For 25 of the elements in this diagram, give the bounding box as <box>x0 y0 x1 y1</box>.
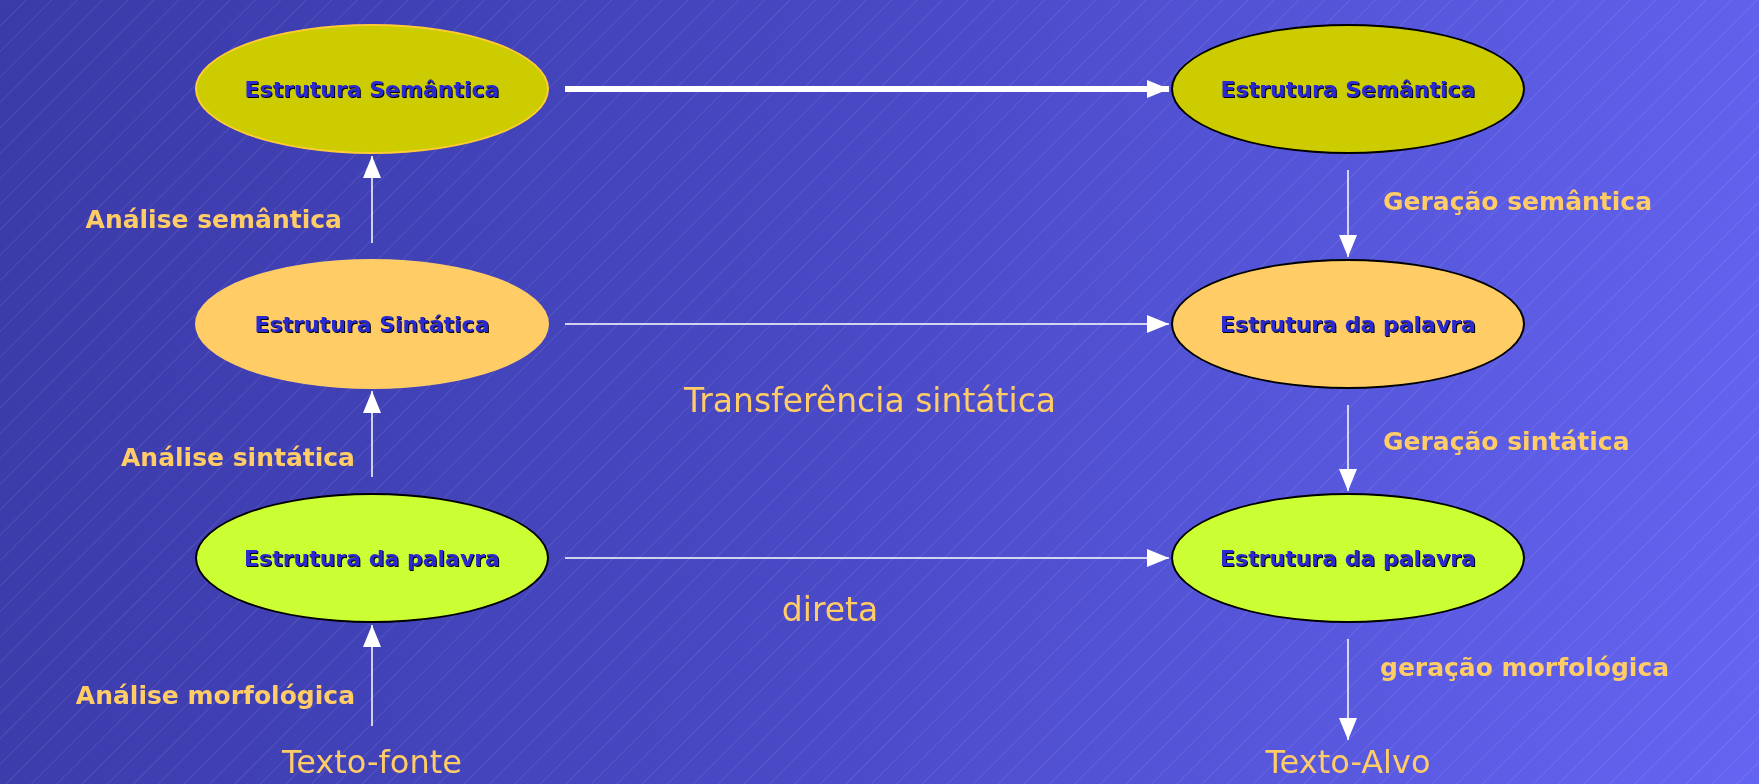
arrow <box>363 155 381 244</box>
text-label: Texto-Alvo <box>1265 743 1431 781</box>
arrow <box>363 624 381 727</box>
arrow <box>1339 404 1357 492</box>
edge-label: Análise semântica <box>85 205 342 234</box>
node-label: Estrutura Sintática <box>254 311 490 337</box>
node-label: Estrutura da palavra <box>1220 545 1476 571</box>
edge-label: Geração sintática <box>1383 427 1630 456</box>
edge-label: geração morfológica <box>1380 653 1670 682</box>
node-label: Estrutura Semântica <box>1220 76 1476 102</box>
arrow <box>1339 169 1357 258</box>
node-label: Estrutura da palavra <box>1220 311 1476 337</box>
node-label: Estrutura Semântica <box>244 76 500 102</box>
arrow <box>363 390 381 478</box>
node-label: Estrutura da palavra <box>244 545 500 571</box>
edge-label: Transferência sintática <box>683 381 1057 420</box>
arrow <box>565 80 1169 98</box>
edge-label: Análise morfológica <box>75 681 355 710</box>
text-label: Texto-fonte <box>282 743 462 781</box>
arrow <box>1339 638 1357 741</box>
edge-label: Geração semântica <box>1383 187 1652 216</box>
arrow <box>564 549 1170 567</box>
edge-label: direta <box>781 590 879 629</box>
arrow <box>564 315 1170 333</box>
edge-label: Análise sintática <box>121 443 355 472</box>
